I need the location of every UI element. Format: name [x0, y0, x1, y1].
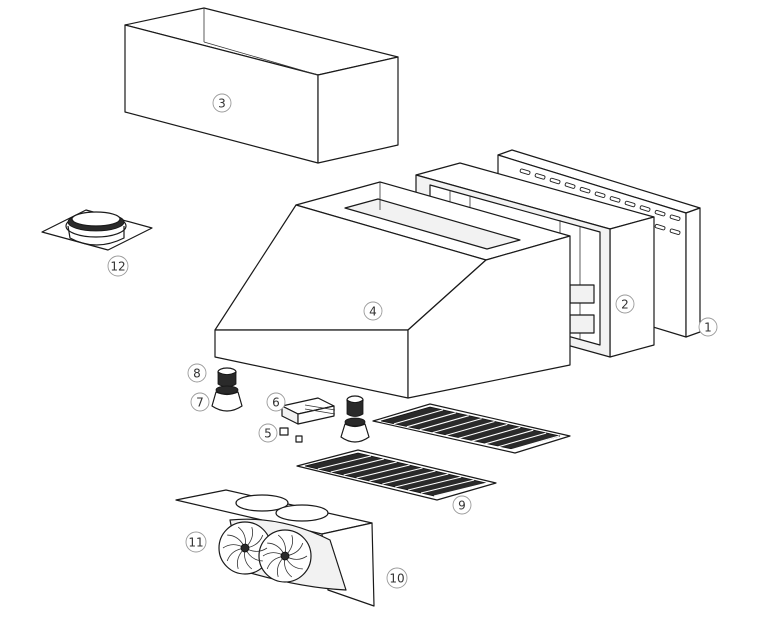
svg-text:1: 1 — [704, 321, 712, 335]
callout-8: 8 — [188, 364, 206, 382]
grease-filter-upper — [373, 404, 598, 459]
blower-motor-assembly-part — [176, 490, 374, 606]
callout-9: 9 — [453, 496, 471, 514]
callout-6: 6 — [267, 393, 285, 411]
svg-text:2: 2 — [621, 298, 629, 312]
duct-adapter-plate-part — [42, 210, 152, 250]
svg-text:12: 12 — [110, 260, 125, 274]
callout-2: 2 — [616, 295, 634, 313]
blower-housing-part-left — [212, 368, 242, 411]
svg-text:9: 9 — [458, 499, 466, 513]
svg-text:7: 7 — [196, 396, 204, 410]
callout-11: 11 — [186, 532, 206, 552]
callout-7: 7 — [191, 393, 209, 411]
callout-3: 3 — [213, 94, 231, 112]
callout-1: 1 — [699, 318, 717, 336]
callout-10: 10 — [387, 568, 407, 588]
callout-12: 12 — [108, 256, 128, 276]
blower-housing-part-center — [341, 396, 369, 442]
filter-slat — [473, 492, 526, 505]
callout-5: 5 — [259, 424, 277, 442]
svg-text:10: 10 — [389, 572, 404, 586]
filter-slat — [549, 445, 598, 459]
svg-text:6: 6 — [272, 396, 280, 410]
light-housing-part — [280, 398, 335, 442]
svg-text:8: 8 — [193, 367, 201, 381]
svg-text:3: 3 — [218, 97, 226, 111]
svg-text:11: 11 — [188, 536, 203, 550]
callout-4: 4 — [364, 302, 382, 320]
svg-text:4: 4 — [369, 305, 377, 319]
grease-filter-lower — [297, 450, 526, 505]
svg-text:5: 5 — [264, 427, 272, 441]
duct-cover-part — [125, 8, 398, 163]
